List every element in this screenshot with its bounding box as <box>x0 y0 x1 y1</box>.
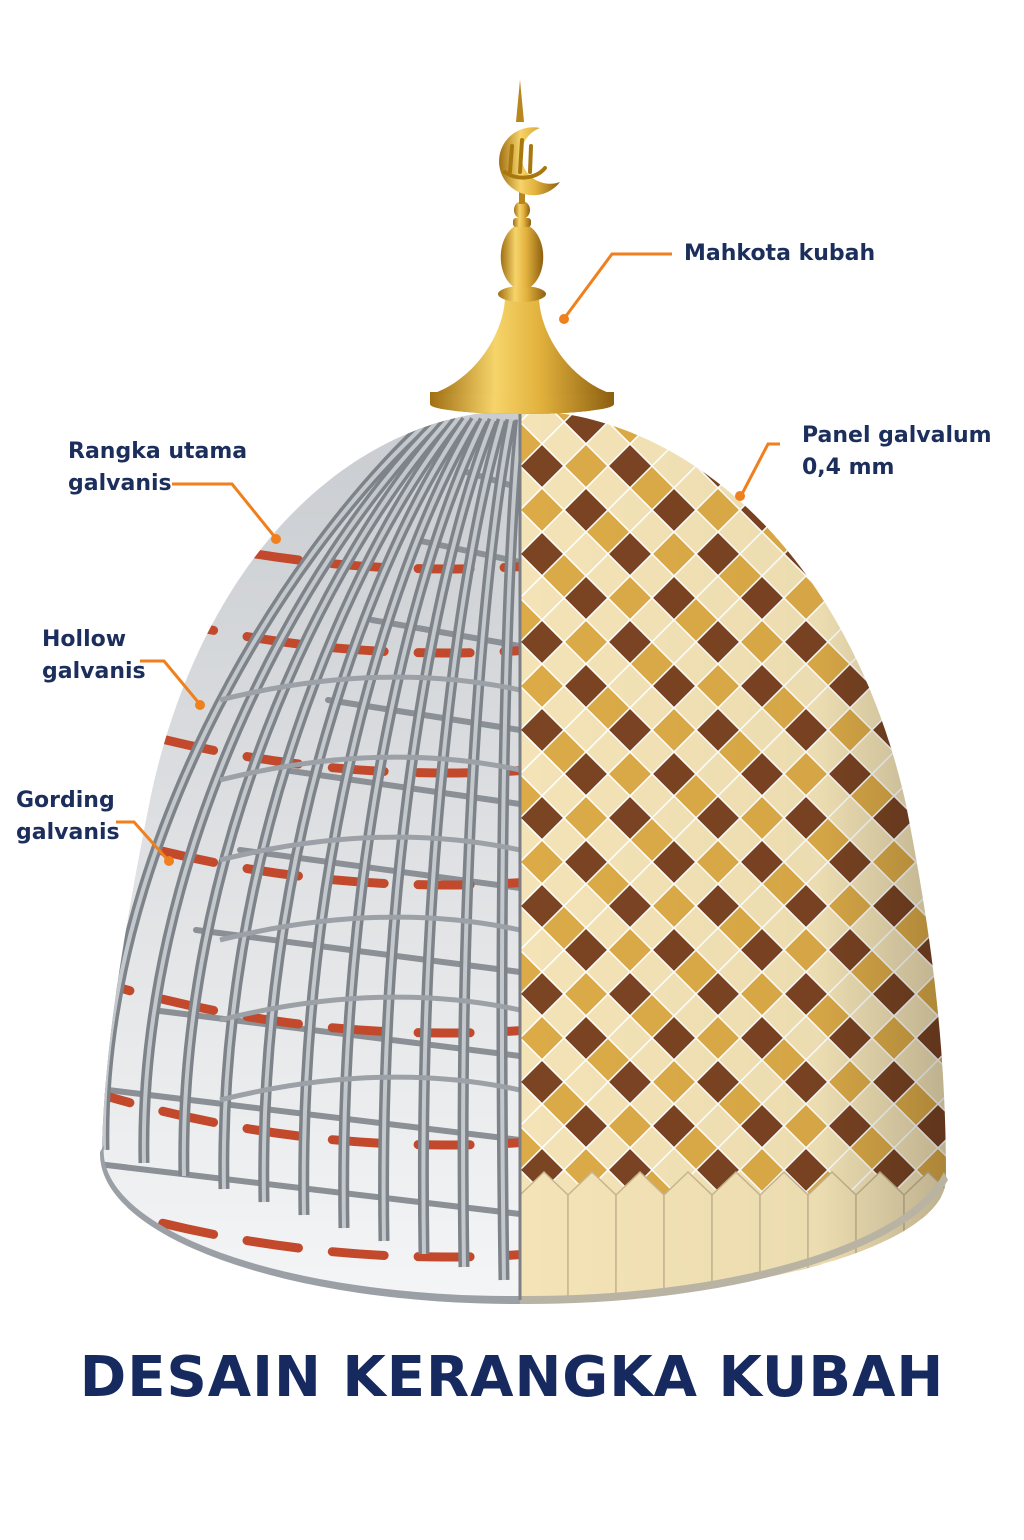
leader-gording <box>116 820 168 859</box>
label-gording-line2: galvanis <box>16 820 120 845</box>
dome-crown <box>430 80 614 414</box>
label-mahkota-line1: Mahkota kubah <box>684 241 876 266</box>
leader-mahkota <box>564 252 672 317</box>
label-panel-line2: 0,4 mm <box>802 455 895 480</box>
leader-dot-gording <box>164 856 174 866</box>
label-hollow-galvanis: Hollow galvanis <box>42 624 146 688</box>
leader-dot-mahkota <box>559 314 569 324</box>
leader-panel <box>740 442 780 495</box>
label-panel-line1: Panel galvalum <box>802 423 992 448</box>
label-hollow-line2: galvanis <box>42 659 146 684</box>
label-rangka-line2: galvanis <box>68 471 172 496</box>
dome-base-ring <box>99 410 948 1305</box>
leader-lines <box>116 252 780 866</box>
label-mahkota-kubah: Mahkota kubah <box>684 238 875 270</box>
label-gording-line1: Gording <box>16 788 115 813</box>
label-gording-galvanis: Gording galvanis <box>16 785 120 849</box>
leader-dot-panel <box>735 491 745 501</box>
leader-rangka <box>172 482 276 537</box>
leader-dot-rangka <box>271 534 281 544</box>
leader-hollow <box>140 659 200 703</box>
page-title: DESAIN KERANGKA KUBAH <box>79 1345 945 1410</box>
leader-dot-hollow <box>195 700 205 710</box>
label-rangka-line1: Rangka utama <box>68 439 248 464</box>
label-hollow-line1: Hollow <box>42 627 127 652</box>
crescent-allah-finial-icon <box>499 80 560 196</box>
label-panel-galvalum: Panel galvalum 0,4 mm <box>802 420 992 484</box>
dome-frame-half <box>102 410 520 1300</box>
label-rangka-utama: Rangka utama galvanis <box>68 436 247 500</box>
